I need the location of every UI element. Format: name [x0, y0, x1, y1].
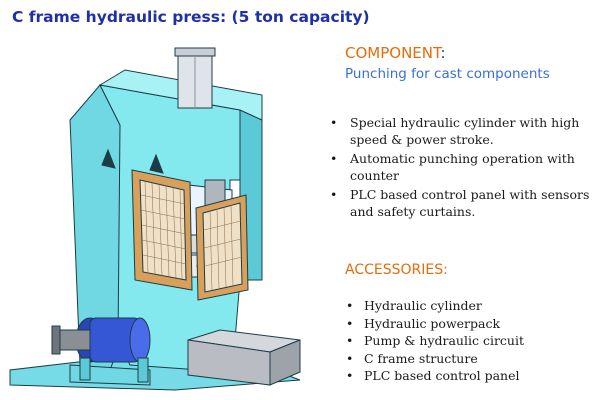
accessory-item: Hydraulic cylinder: [346, 297, 596, 315]
hydraulic-pump: [57, 329, 91, 351]
frame-hole-right: [149, 153, 164, 174]
page-title: C frame hydraulic press: (5 ton capacity…: [12, 8, 370, 26]
feature-item: PLC based control panel with sensors and…: [330, 186, 596, 220]
accessory-item: C frame structure: [346, 350, 596, 368]
component-subtitle: Punching for cast components: [345, 66, 550, 82]
feature-item: Automatic punching operation with counte…: [330, 150, 596, 184]
frame-hole-left: [101, 148, 116, 169]
frame-leg-left: [79, 357, 91, 381]
frame-leg-right: [137, 357, 149, 383]
feature-item: Special hydraulic cylinder with high spe…: [330, 114, 596, 148]
accessory-item: Hydraulic powerpack: [346, 315, 596, 333]
hydraulic-press-illustration: [9, 47, 301, 391]
component-heading-colon: :: [440, 44, 446, 62]
accessories-heading: ACCESSORIES:: [345, 262, 448, 278]
hydraulic-cylinder-cap: [174, 47, 216, 57]
oil-tank-side: [269, 339, 301, 386]
feature-list: Special hydraulic cylinder with high spe…: [330, 114, 596, 222]
accessory-item: Pump & hydraulic circuit: [346, 332, 596, 350]
component-heading: COMPONENT:: [345, 44, 446, 62]
accessories-list: Hydraulic cylinder Hydraulic powerpack P…: [346, 297, 596, 385]
component-heading-text: COMPONENT: [345, 44, 441, 62]
accessory-item: PLC based control panel: [346, 367, 596, 385]
